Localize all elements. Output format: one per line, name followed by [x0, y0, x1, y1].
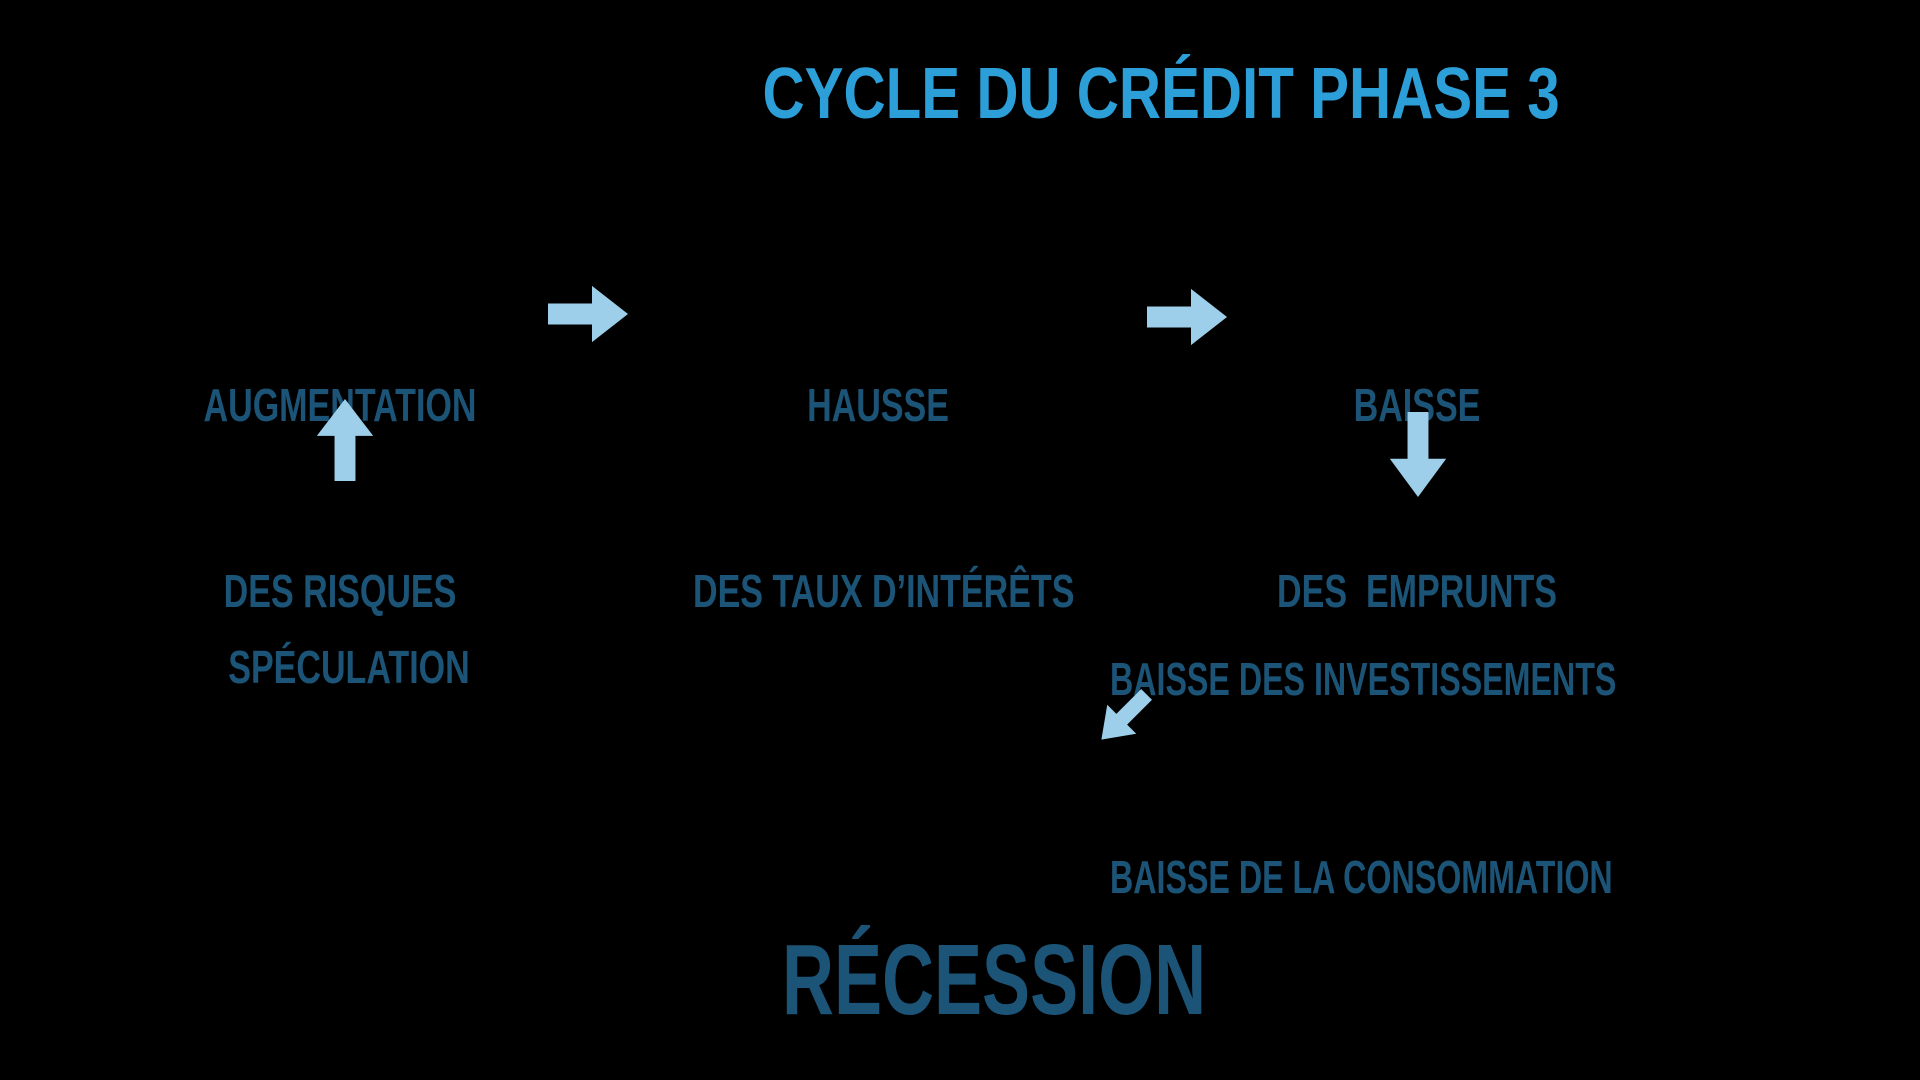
node-baisse-investissements-consommation: BAISSE DES INVESTISSEMENTS BAISSE DE LA … — [1110, 514, 1617, 1042]
node-hausse-des-taux: HAUSSE DES TAUX D’INTÉRÊTS — [693, 250, 1075, 746]
node-recession: RÉCESSION — [782, 730, 1207, 1080]
arrow-right-icon — [1147, 284, 1227, 350]
arrow-down-icon — [1385, 412, 1451, 497]
arrow-up-icon — [312, 399, 378, 481]
node-augmentation-des-risques: AUGMENTATION DES RISQUES — [155, 250, 525, 746]
diagram-title: CYCLE DU CRÉDIT PHASE 3 — [762, 54, 1560, 134]
node-line: DES TAUX D’INTÉRÊTS — [693, 565, 1075, 617]
node-baisse-des-emprunts: BAISSE DES EMPRUNTS — [1232, 250, 1602, 746]
arrow-down-left-icon — [1084, 677, 1163, 756]
node-line: BAISSE DES INVESTISSEMENTS — [1110, 653, 1617, 705]
node-line: DES RISQUES — [223, 565, 457, 617]
arrow-right-icon — [548, 281, 628, 347]
node-line: BAISSE DE LA CONSOMMATION — [1110, 851, 1613, 903]
node-speculation: SPÉCULATION — [164, 512, 534, 822]
node-line: DES EMPRUNTS — [1277, 565, 1557, 617]
node-line: HAUSSE — [807, 379, 949, 431]
node-line: RÉCESSION — [782, 924, 1207, 1036]
node-line: SPÉCULATION — [228, 641, 470, 693]
